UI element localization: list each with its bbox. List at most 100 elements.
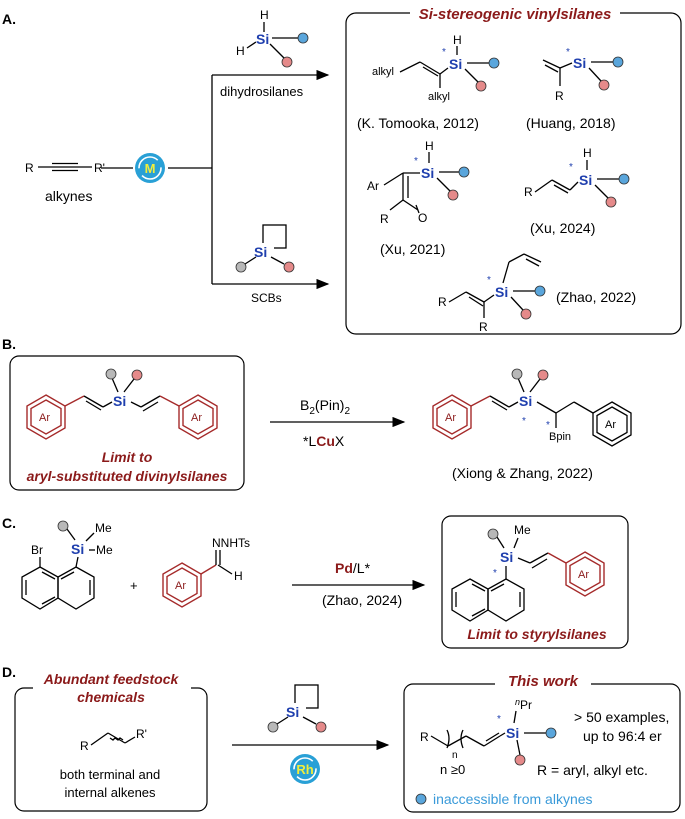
b-catalyst: *LCuX xyxy=(303,433,345,449)
c-hydrazone-ar: Ar xyxy=(175,580,186,592)
tomooka-h: H xyxy=(453,33,462,47)
metal-label: M xyxy=(145,161,156,176)
section-a-branches xyxy=(101,69,330,290)
zhao2022-structure: R R Si * xyxy=(438,253,546,334)
b-reagent: B2(Pin)2 xyxy=(300,397,350,417)
b-left-si: Si xyxy=(113,393,126,409)
d-left-desc-1: both terminal and xyxy=(60,767,160,782)
xu2021-star: * xyxy=(414,156,418,167)
xu2024-structure: R Si * H xyxy=(524,146,630,208)
b-product-ar1: Ar xyxy=(445,412,456,424)
xu2024-h: H xyxy=(583,146,592,160)
b-left-ar: Ar xyxy=(39,412,50,424)
metal-catalyst-icon: M xyxy=(135,153,165,183)
d-product-npr: nPr xyxy=(515,697,532,712)
styrylsilane-box xyxy=(441,515,629,649)
dihydrosilanes-label: dihydrosilanes xyxy=(220,84,304,99)
xu2024-si: Si xyxy=(579,172,592,188)
alkyne-triple-bond xyxy=(38,162,92,172)
this-work-title: This work xyxy=(508,673,579,690)
ref-xu-2021: (Xu, 2021) xyxy=(380,241,445,257)
divinylsilane-box xyxy=(9,355,245,491)
ref-xiong-zhang: (Xiong & Zhang, 2022) xyxy=(452,465,593,481)
huang-si: Si xyxy=(573,55,586,71)
c-product-ar: Ar xyxy=(578,569,589,581)
c-hydrazone-h: H xyxy=(234,569,243,583)
ref-tomooka: (K. Tomooka, 2012) xyxy=(357,115,479,131)
b-product-star-si: * xyxy=(522,416,526,427)
c-me-1: Me xyxy=(95,521,112,535)
divinylsilane-structure: Ar Si Ar xyxy=(26,368,218,440)
d-alkene-r-prime: R' xyxy=(136,727,147,741)
d-left-title-1: Abundant feedstock xyxy=(43,671,180,687)
c-product-si: Si xyxy=(500,549,513,565)
d-n-condition: n ≥0 xyxy=(440,762,465,777)
alkyne-r: R xyxy=(25,161,34,175)
b-limit-line1: Limit to xyxy=(102,449,153,465)
d-inaccessible-note: inaccessible from alkynes xyxy=(433,791,593,807)
b-right-ar: Ar xyxy=(191,412,202,424)
tomooka-alkyl-2: alkyl xyxy=(428,91,450,103)
tomooka-structure: alkyl alkyl Si * H xyxy=(372,33,500,103)
huang-star: * xyxy=(566,47,570,58)
c-reactant-naphthalene: Br Si Me Me xyxy=(21,520,113,610)
rh-label: Rh xyxy=(296,762,313,777)
scb-structure: Si xyxy=(235,224,295,273)
c-product-star: * xyxy=(493,568,497,579)
scb-si: Si xyxy=(254,244,267,260)
section-c-label: C. xyxy=(2,515,16,531)
ref-zhao-2022: (Zhao, 2022) xyxy=(556,289,636,305)
d-product-si: Si xyxy=(506,725,519,741)
c-me-2: Me xyxy=(96,543,113,557)
section-b-label: B. xyxy=(2,336,16,352)
c-si: Si xyxy=(71,541,84,557)
ref-zhao-2024: (Zhao, 2024) xyxy=(322,592,402,608)
rh-catalyst-icon: Rh xyxy=(290,754,320,784)
c-plus: + xyxy=(130,578,138,593)
dihydrosilane-h2: H xyxy=(236,44,245,58)
dihydrosilane-structure: H Si H xyxy=(236,8,309,68)
ref-huang: (Huang, 2018) xyxy=(526,115,616,131)
ref-xu-2024: (Xu, 2024) xyxy=(530,220,595,236)
d-product-structure: R n Si * nPr xyxy=(420,697,557,766)
c-br: Br xyxy=(31,543,43,557)
b-product-bpin: Bpin xyxy=(549,431,571,443)
d-alkene-r: R xyxy=(80,739,89,753)
vinylsilanes-box xyxy=(345,12,682,335)
alkyne-r-prime: R' xyxy=(94,161,105,175)
d-left-title-2: chemicals xyxy=(77,689,145,705)
xu2021-h: H xyxy=(425,139,434,153)
d-product-n-sub: n xyxy=(452,750,458,761)
d-er: up to 96:4 er xyxy=(583,728,662,744)
c-product-structure: Si * Me Ar xyxy=(451,523,605,622)
b-product-star-c: * xyxy=(546,420,550,431)
d-product-r: R xyxy=(420,730,429,744)
b-product-si: Si xyxy=(519,393,532,409)
d-left-desc-2: internal alkenes xyxy=(64,785,156,800)
xu2021-si: Si xyxy=(421,165,434,181)
d-product-star: * xyxy=(497,714,501,725)
zhao2022-r2: R xyxy=(479,320,488,334)
d-scb-structure: Si xyxy=(267,684,327,733)
tomooka-star: * xyxy=(442,47,446,58)
tomooka-alkyl-1: alkyl xyxy=(372,66,394,78)
d-scb-si: Si xyxy=(286,704,299,720)
xu2021-ar: Ar xyxy=(367,179,379,193)
tomooka-si: Si xyxy=(449,56,462,72)
dihydrosilane-si: Si xyxy=(256,31,269,47)
c-product-me: Me xyxy=(514,523,531,537)
alkynes-label: alkynes xyxy=(45,188,92,204)
c-reactant-hydrazone: Ar NNHTs H xyxy=(162,536,250,608)
d-alkene-structure: R R' xyxy=(80,727,147,753)
xu2021-r: R xyxy=(380,212,389,226)
huang-structure: R Si * xyxy=(542,47,624,103)
c-catalyst: Pd/L* xyxy=(335,560,371,576)
xu2024-r: R xyxy=(524,185,533,199)
section-d-label: D. xyxy=(2,664,16,680)
d-r-scope: R = aryl, alkyl etc. xyxy=(537,762,648,778)
c-limit-label: Limit to styrylsilanes xyxy=(467,626,606,642)
d-examples: > 50 examples, xyxy=(574,709,669,725)
section-a-label: A. xyxy=(2,11,16,27)
scbs-label: SCBs xyxy=(251,291,282,305)
